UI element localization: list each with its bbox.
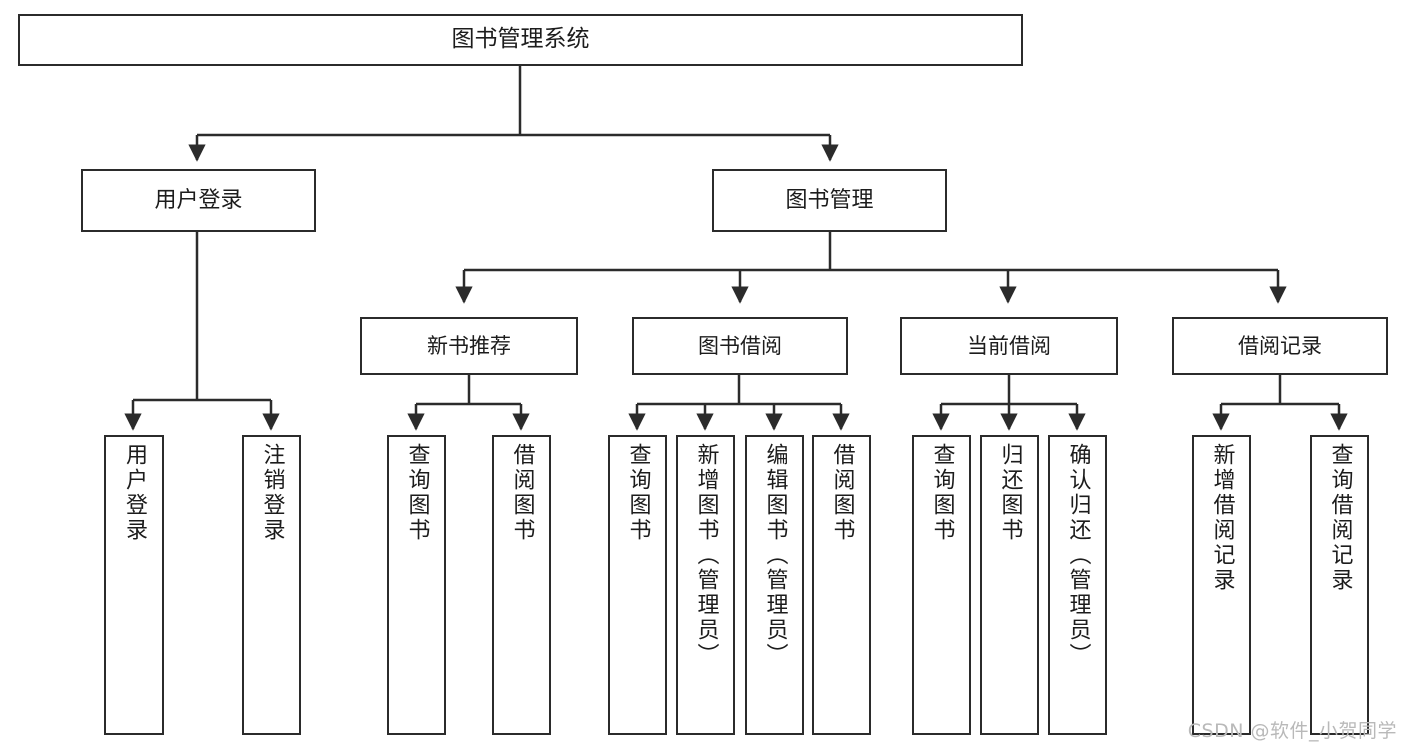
node-borrow-record[interactable]: 借阅记录 [1172,317,1388,375]
leaf-user-login[interactable]: 用户登录 [104,435,164,735]
node-label: 查询图书 [929,443,955,543]
leaf-logout-login[interactable]: 注销登录 [242,435,301,735]
leaf-return-book[interactable]: 归还图书 [980,435,1039,735]
node-label: 查询借阅记录 [1327,443,1353,593]
node-label: 图书管理系统 [451,26,590,53]
node-label: 新增借阅记录 [1209,443,1235,593]
node-book-borrow[interactable]: 图书借阅 [632,317,848,375]
node-root-system[interactable]: 图书管理系统 [18,14,1023,66]
leaf-confirm-return[interactable]: 确认归还（管理员） [1048,435,1107,735]
node-label: 用户登录 [154,187,243,213]
node-book-manage[interactable]: 图书管理 [712,169,947,232]
node-label: 用户登录 [122,443,147,543]
node-label: 借阅图书 [509,443,535,543]
leaf-query-book-current[interactable]: 查询图书 [912,435,971,735]
node-label: 新增图书（管理员） [693,443,719,668]
node-current-borrow[interactable]: 当前借阅 [900,317,1118,375]
leaf-query-book-recommend[interactable]: 查询图书 [387,435,446,735]
node-label: 查询图书 [404,443,430,543]
leaf-query-borrow-record[interactable]: 查询借阅记录 [1310,435,1369,735]
node-label: 借阅记录 [1238,333,1322,358]
leaf-borrow-book[interactable]: 借阅图书 [812,435,871,735]
csdn-watermark: CSDN @软件_小贺同学 [1187,720,1397,742]
node-label: 新书推荐 [427,333,511,358]
leaf-add-borrow-record[interactable]: 新增借阅记录 [1192,435,1251,735]
node-label: 借阅图书 [829,443,855,543]
node-user-login[interactable]: 用户登录 [81,169,316,232]
leaf-add-book[interactable]: 新增图书（管理员） [676,435,735,735]
node-label: 编辑图书（管理员） [762,443,788,668]
node-label: 注销登录 [259,443,285,543]
node-label: 确认归还（管理员） [1065,443,1091,668]
leaf-query-book-borrow[interactable]: 查询图书 [608,435,667,735]
node-new-book-recommend[interactable]: 新书推荐 [360,317,578,375]
leaf-borrow-book-recommend[interactable]: 借阅图书 [492,435,551,735]
node-label: 归还图书 [997,443,1023,543]
node-label: 图书借阅 [698,333,782,358]
node-label: 查询图书 [625,443,651,543]
leaf-edit-book[interactable]: 编辑图书（管理员） [745,435,804,735]
node-label: 图书管理 [785,187,874,213]
node-label: 当前借阅 [967,333,1051,358]
